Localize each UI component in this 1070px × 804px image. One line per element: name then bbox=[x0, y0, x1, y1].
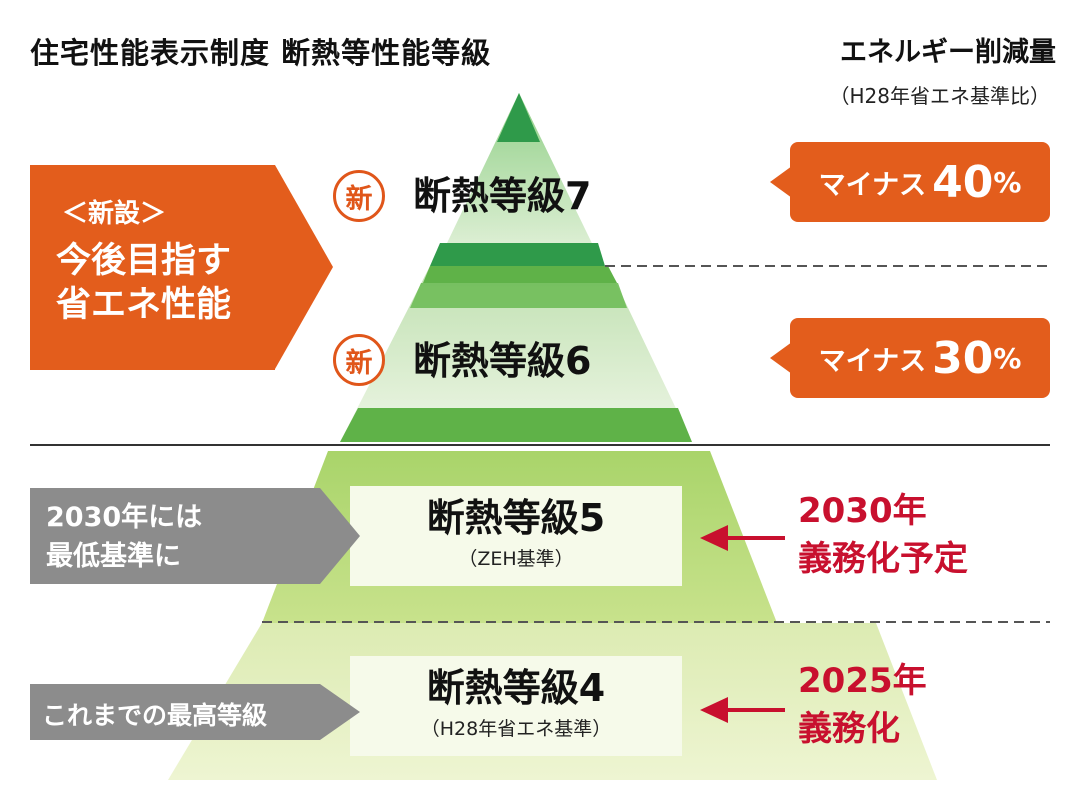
grade5-label: 断熱等級5 bbox=[426, 496, 606, 540]
grade7-apex bbox=[497, 93, 540, 142]
new-badge-grade6: 新 bbox=[333, 334, 385, 386]
grade4-side-note: これまでの最高等級 bbox=[30, 684, 360, 740]
reduction-badge-grade6: マイナス 30 % bbox=[770, 318, 1050, 398]
grade5-mandate-year: 2030年 bbox=[798, 491, 927, 531]
grade6-band-top bbox=[423, 266, 617, 283]
grade6-label: 断熱等級6 bbox=[413, 339, 592, 383]
energy-reduction-subtitle: （H28年省エネ基準比） bbox=[829, 84, 1051, 108]
grade4-mandate-text: 義務化 bbox=[798, 708, 900, 749]
grade4-mandate-year: 2025年 bbox=[798, 661, 927, 701]
grade4-box: 断熱等級4 （H28年省エネ基準） bbox=[350, 656, 682, 756]
grade6-tier bbox=[340, 266, 692, 442]
grade5-side-note-line1: 2030年には bbox=[46, 502, 203, 533]
reduction-grade6-unit: % bbox=[993, 341, 1022, 375]
grade7-band-bottom bbox=[430, 243, 605, 266]
reduction-grade6-prefix: マイナス bbox=[818, 345, 927, 377]
page-title: 住宅性能表示制度 断熱等性能等級 bbox=[30, 36, 492, 70]
future-callout-line3: 省エネ性能 bbox=[56, 284, 232, 325]
grade5-box: 断熱等級5 （ZEH基準） bbox=[350, 486, 682, 586]
grade7-label: 断熱等級7 bbox=[413, 174, 592, 218]
reduction-badge-grade7: マイナス 40 % bbox=[770, 142, 1050, 222]
reduction-grade6-value: 30 bbox=[932, 332, 994, 384]
energy-reduction-title: エネルギー削減量 bbox=[840, 37, 1056, 68]
reduction-grade7-value: 40 bbox=[932, 156, 994, 208]
reduction-grade7-unit: % bbox=[993, 165, 1022, 199]
reduction-grade7-prefix: マイナス bbox=[818, 169, 927, 201]
grade6-band-bottom bbox=[340, 408, 692, 442]
arrow-grade5-icon bbox=[700, 525, 785, 551]
future-callout-line2: 今後目指す bbox=[56, 241, 232, 281]
grade4-note: （H28年省エネ基準） bbox=[420, 717, 612, 740]
arrow-grade4-icon bbox=[700, 697, 785, 723]
future-target-callout: ＜新設＞ 今後目指す 省エネ性能 bbox=[30, 165, 333, 370]
grade5-mandate-text: 義務化予定 bbox=[798, 538, 968, 579]
grade7-tier bbox=[436, 93, 603, 266]
grade4-mandate: 2025年 義務化 bbox=[798, 658, 927, 753]
grade4-label: 断熱等級4 bbox=[426, 666, 606, 710]
grade5-note: （ZEH基準） bbox=[458, 547, 574, 570]
new-badge-grade7: 新 bbox=[333, 170, 385, 222]
grade5-side-note: 2030年には 最低基準に bbox=[30, 488, 360, 584]
grade5-mandate: 2030年 義務化予定 bbox=[798, 488, 968, 583]
future-callout-new: ＜新設＞ bbox=[62, 199, 167, 229]
grade5-side-note-line2: 最低基準に bbox=[46, 541, 181, 573]
grade6-band-2 bbox=[410, 283, 627, 308]
